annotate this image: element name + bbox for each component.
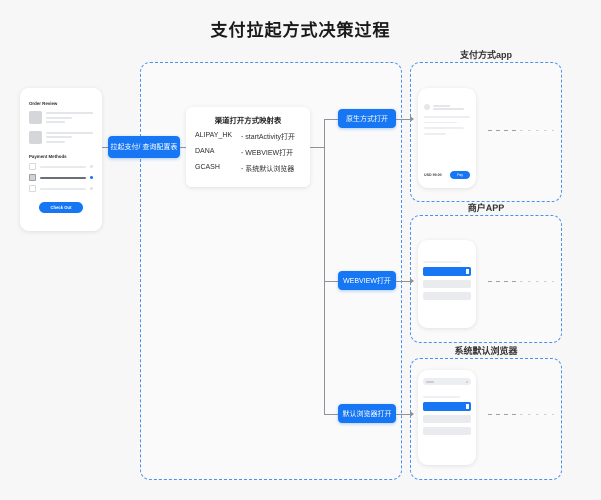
group-title-merchant-app: 商户APP — [467, 203, 505, 213]
method-name-placeholder — [40, 165, 86, 168]
channel-name: ALIPAY_HK — [195, 132, 233, 139]
flow-dotted-line — [488, 414, 518, 415]
checkout-phone-mockup: Order Review Payment Methods — [20, 88, 102, 231]
table-row: GCASH - 系统默认浏览器 — [186, 164, 310, 174]
arrow-icon — [410, 116, 414, 122]
radio-icon-selected[interactable] — [29, 174, 36, 181]
order-detail-placeholder — [424, 115, 470, 135]
flow-dotted-line — [488, 281, 518, 282]
order-item-row — [29, 111, 93, 126]
connector-line — [180, 147, 186, 148]
payment-method-option[interactable] — [29, 163, 93, 170]
connector-line — [396, 414, 412, 415]
connector-line — [324, 119, 338, 120]
order-review-label: Order Review — [29, 101, 58, 106]
browser-field-stub[interactable] — [423, 427, 471, 435]
connector-line — [396, 281, 412, 282]
browser-address-bar[interactable] — [423, 378, 471, 385]
pay-footer-bar: USD 99.00 Pay — [424, 171, 470, 179]
start-node-pill[interactable]: 拉起支付/ 查询配置表 — [108, 136, 180, 158]
radio-icon[interactable] — [29, 185, 36, 192]
product-text-placeholder — [46, 131, 93, 146]
branch-pill-browser[interactable]: 默认浏览器打开 — [338, 404, 396, 423]
cursor-icon — [466, 268, 469, 274]
method-name-placeholder — [40, 176, 86, 179]
group-title-pay-app: 支付方式app — [459, 50, 512, 60]
check-out-button[interactable]: Check Out — [39, 202, 83, 213]
order-amount: USD 99.00 — [424, 173, 442, 177]
connector-line — [324, 414, 338, 415]
webview-focused-field[interactable] — [423, 267, 471, 276]
connector-line — [396, 119, 412, 120]
open-mode: - startActivity打开 — [241, 134, 296, 141]
channel-name: DANA — [195, 148, 215, 155]
arrow-icon — [410, 411, 414, 417]
browser-menu-icon[interactable] — [466, 380, 468, 383]
browser-field-stub[interactable] — [423, 415, 471, 423]
connector-line — [102, 147, 108, 148]
open-mode: - WEBVIEW打开 — [241, 150, 294, 157]
channel-name: GCASH — [195, 164, 220, 171]
webview-caption-placeholder — [423, 254, 471, 258]
branch-pill-webview[interactable]: WEBVIEW打开 — [338, 271, 396, 290]
group-title-default-browser: 系统默认浏览器 — [454, 346, 518, 356]
connector-line — [310, 147, 324, 148]
page-text-placeholder — [423, 396, 461, 398]
webview-field-stub[interactable] — [423, 280, 471, 288]
payment-methods-label: Payment Methods — [29, 154, 67, 159]
flow-dotted-line — [488, 130, 518, 131]
browser-focused-field[interactable] — [423, 402, 471, 411]
open-mode: - 系统默认浏览器 — [241, 166, 295, 173]
merchant-header-row — [424, 104, 470, 112]
merchant-webview-phone-mockup — [418, 240, 476, 328]
default-browser-phone-mockup — [418, 370, 476, 465]
payment-method-option-selected[interactable] — [29, 174, 93, 181]
page-title: 支付拉起方式决策过程 — [210, 21, 391, 40]
webview-text-placeholder — [423, 261, 462, 263]
radio-icon[interactable] — [29, 163, 36, 170]
merchant-logo-icon — [424, 104, 430, 110]
arrow-icon — [410, 278, 414, 284]
connector-trunk — [324, 119, 325, 414]
product-thumbnail — [29, 111, 42, 124]
product-text-placeholder — [46, 111, 93, 126]
branch-pill-native[interactable]: 原生方式打开 — [338, 109, 396, 128]
cursor-icon — [466, 403, 469, 409]
method-indicator-icon — [90, 165, 93, 168]
order-item-row — [29, 130, 93, 146]
payment-method-option[interactable] — [29, 185, 93, 192]
method-indicator-icon — [90, 176, 93, 179]
flow-dotted-line-fade — [520, 414, 554, 415]
product-thumbnail — [29, 130, 42, 144]
channel-mapping-table-card: 渠道打开方式映射表 ALIPAY_HK - startActivity打开 DA… — [186, 107, 310, 187]
table-row: DANA - WEBVIEW打开 — [186, 148, 310, 158]
method-indicator-icon — [90, 187, 93, 190]
pay-button[interactable]: Pay — [450, 171, 470, 179]
table-row: ALIPAY_HK - startActivity打开 — [186, 132, 310, 142]
flow-dotted-line-fade — [520, 130, 554, 131]
method-name-placeholder — [40, 187, 86, 190]
merchant-text-placeholder — [433, 104, 470, 112]
webview-field-stub[interactable] — [423, 292, 471, 300]
connector-line — [324, 281, 338, 282]
mapping-table-caption: 渠道打开方式映射表 — [214, 116, 282, 125]
pay-app-phone-mockup: USD 99.00 Pay — [418, 88, 476, 188]
flow-dotted-line-fade — [520, 281, 554, 282]
url-text-placeholder — [426, 380, 434, 383]
